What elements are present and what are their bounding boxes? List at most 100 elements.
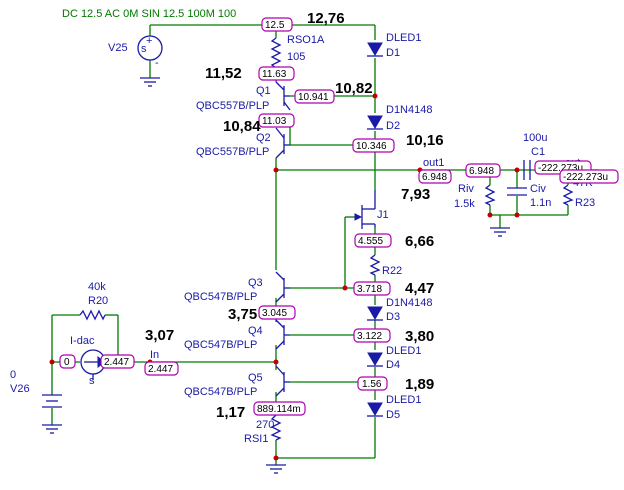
rsi1-value: 270 (256, 419, 274, 431)
svg-text:3.045: 3.045 (262, 308, 287, 319)
voltage-tag: 2.447 (100, 354, 135, 369)
voltage-tag: 3.045 (258, 305, 296, 320)
transistor-q5[interactable] (275, 365, 290, 397)
riv-value: 1.5k (454, 198, 475, 210)
measured-voltage-label: 3,75 (228, 306, 257, 323)
transistor-q1[interactable] (275, 81, 291, 111)
svg-text:10.346: 10.346 (356, 141, 387, 152)
v25-label: V25 (108, 42, 128, 54)
measured-voltage-label: 6,66 (405, 233, 434, 250)
diode-d5[interactable] (367, 402, 383, 417)
r20-resistor[interactable] (79, 309, 106, 321)
svg-text:2.447: 2.447 (148, 364, 173, 375)
svg-text:s: s (89, 375, 95, 387)
transistor-q4[interactable] (275, 319, 290, 350)
svg-text:10.941: 10.941 (298, 92, 329, 103)
q3-model: QBC547B/PLP (184, 291, 257, 303)
svg-text:-222.273u: -222.273u (563, 172, 608, 183)
v26-value: 0 (10, 369, 16, 381)
voltage-tag: 6.948 (465, 163, 501, 178)
svg-text:-: - (155, 57, 159, 69)
r22-resistor[interactable] (369, 254, 381, 276)
capacitor-c1[interactable] (523, 160, 531, 180)
measured-voltage-label: 1,89 (405, 376, 434, 393)
q5-name: Q5 (248, 372, 263, 384)
svg-text:11.63: 11.63 (262, 69, 287, 80)
source-spec-label: DC 12.5 AC 0M SIN 12.5 100M 100 (62, 8, 236, 20)
measured-voltage-label: 10,16 (406, 132, 444, 149)
diode-d1[interactable] (367, 42, 383, 57)
voltage-tag: 11.03 (258, 113, 295, 128)
measured-voltage-label: 3,80 (405, 328, 434, 345)
diode-d2[interactable] (367, 115, 383, 130)
voltage-tag: 12.5 (261, 17, 293, 32)
q1-name: Q1 (256, 85, 271, 97)
riv-name: Riv (458, 183, 474, 195)
d1-name: D1 (386, 47, 400, 59)
transistor-q2[interactable] (275, 127, 290, 159)
measured-voltage-label: 1,17 (216, 404, 245, 421)
q2-model: QBC557B/PLP (196, 146, 269, 158)
r20-value: 40k (88, 281, 106, 293)
voltage-tag: 6.948 (418, 169, 452, 184)
v26-source[interactable] (42, 394, 62, 408)
diode-d3[interactable] (367, 306, 383, 321)
r23-name: R23 (575, 197, 595, 209)
q5-model: QBC547B/PLP (184, 386, 257, 398)
capacitor-civ[interactable] (507, 187, 527, 196)
civ-value: 1.1n (530, 197, 551, 209)
d1-model: DLED1 (386, 32, 421, 44)
voltage-tag: 4.555 (354, 233, 392, 248)
q2-name: Q2 (256, 132, 271, 144)
measured-voltage-label: 10,84 (223, 118, 261, 135)
voltage-tag: 2.447 (144, 361, 179, 376)
d4-model: DLED1 (386, 345, 421, 357)
jfet-j1[interactable] (354, 190, 376, 229)
idac-name: I-dac (70, 335, 95, 347)
voltage-tag: 1.56 (357, 376, 388, 391)
measured-voltage-label: 12,76 (307, 10, 345, 27)
svg-text:6.948: 6.948 (422, 172, 447, 183)
svg-text:12.5: 12.5 (265, 20, 285, 31)
q1-model: QBC557B/PLP (196, 100, 269, 112)
svg-text:3.718: 3.718 (357, 284, 382, 295)
civ-name: Civ (530, 183, 546, 195)
voltage-tag: 10.346 (352, 138, 395, 153)
q4-name: Q4 (248, 325, 263, 337)
rso1a-resistor[interactable] (270, 37, 282, 69)
svg-text:-222.273u: -222.273u (538, 163, 583, 174)
riv-resistor[interactable] (484, 184, 496, 206)
svg-text:3.122: 3.122 (357, 331, 382, 342)
c1-name: C1 (531, 146, 545, 158)
voltage-tag: 3.718 (353, 281, 391, 296)
d3-model: D1N4148 (386, 297, 432, 309)
transistor-q3[interactable] (275, 271, 290, 303)
measured-voltage-label: 4,47 (405, 280, 434, 297)
j1-name: J1 (377, 209, 389, 221)
r20-name: R20 (88, 295, 108, 307)
r23-resistor[interactable] (562, 184, 574, 206)
q4-model: QBC547B/PLP (184, 339, 257, 351)
v25-source[interactable]: + - s (137, 35, 163, 87)
diode-d4[interactable] (367, 352, 383, 367)
rso1a-value: 105 (287, 51, 305, 63)
idac-source[interactable]: s (80, 349, 106, 387)
node-in-label: In (150, 349, 159, 361)
voltage-tag: 889.114m (253, 401, 306, 416)
measured-voltage-label: 10,82 (335, 80, 373, 97)
r22-name: R22 (382, 265, 402, 277)
voltage-tag: 11.63 (258, 66, 295, 81)
svg-text:6.948: 6.948 (469, 166, 494, 177)
ground-out (490, 227, 510, 237)
svg-text:+: + (146, 35, 152, 47)
svg-text:889.114m: 889.114m (257, 404, 301, 415)
rsi1-name: RSI1 (244, 433, 268, 445)
svg-text:0: 0 (64, 357, 70, 368)
voltage-tag: -222.273u (559, 169, 619, 184)
ground-v26 (42, 424, 62, 434)
rsi1-resistor[interactable] (270, 414, 282, 441)
measured-voltage-label: 11,52 (205, 65, 242, 82)
voltage-tag: 10.941 (294, 89, 335, 104)
svg-text:11.03: 11.03 (262, 116, 287, 127)
